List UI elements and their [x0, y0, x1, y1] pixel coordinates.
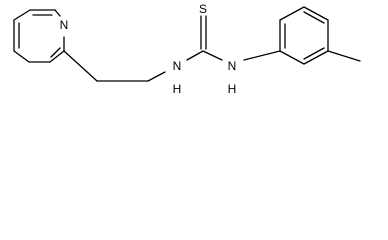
bond-ring1-4 [13, 50, 30, 63]
pyridine-ring [13, 9, 65, 63]
pyridine-n-label: N [60, 18, 69, 32]
bond-left-n-to-c [186, 50, 204, 61]
bond-ring1-6 [49, 50, 65, 63]
bond-ring2-2 [279, 6, 305, 21]
bond-ring2-6 [279, 50, 305, 65]
bond-ring2-3 [303, 6, 329, 21]
bond-n-to-ring2 [243, 50, 281, 61]
ethyl-linker [63, 50, 166, 82]
tolyl-ring [243, 6, 361, 65]
bond-methyl [327, 50, 361, 62]
bond-ring2-3-inner [303, 11, 325, 24]
molecule-structure: N N H S N H [13, 2, 361, 96]
left-nh-h-label: H [173, 82, 182, 96]
bond-linker-1 [63, 50, 98, 82]
bond-ring2-5-inner [303, 47, 325, 60]
right-nh-h-label: H [228, 82, 237, 96]
thiourea-core [186, 15, 223, 61]
bond-ring1-6-inner [50, 47, 61, 58]
thio-s-label: S [199, 2, 207, 16]
bond-ring2-5 [303, 50, 329, 65]
bond-ring1-1 [13, 9, 31, 21]
bond-ring1-8 [54, 9, 61, 17]
right-nh-n-label: N [228, 59, 237, 73]
left-nh-n-label: N [173, 59, 182, 73]
bond-linker-3 [147, 71, 166, 82]
bond-c-to-right-n [202, 50, 223, 61]
